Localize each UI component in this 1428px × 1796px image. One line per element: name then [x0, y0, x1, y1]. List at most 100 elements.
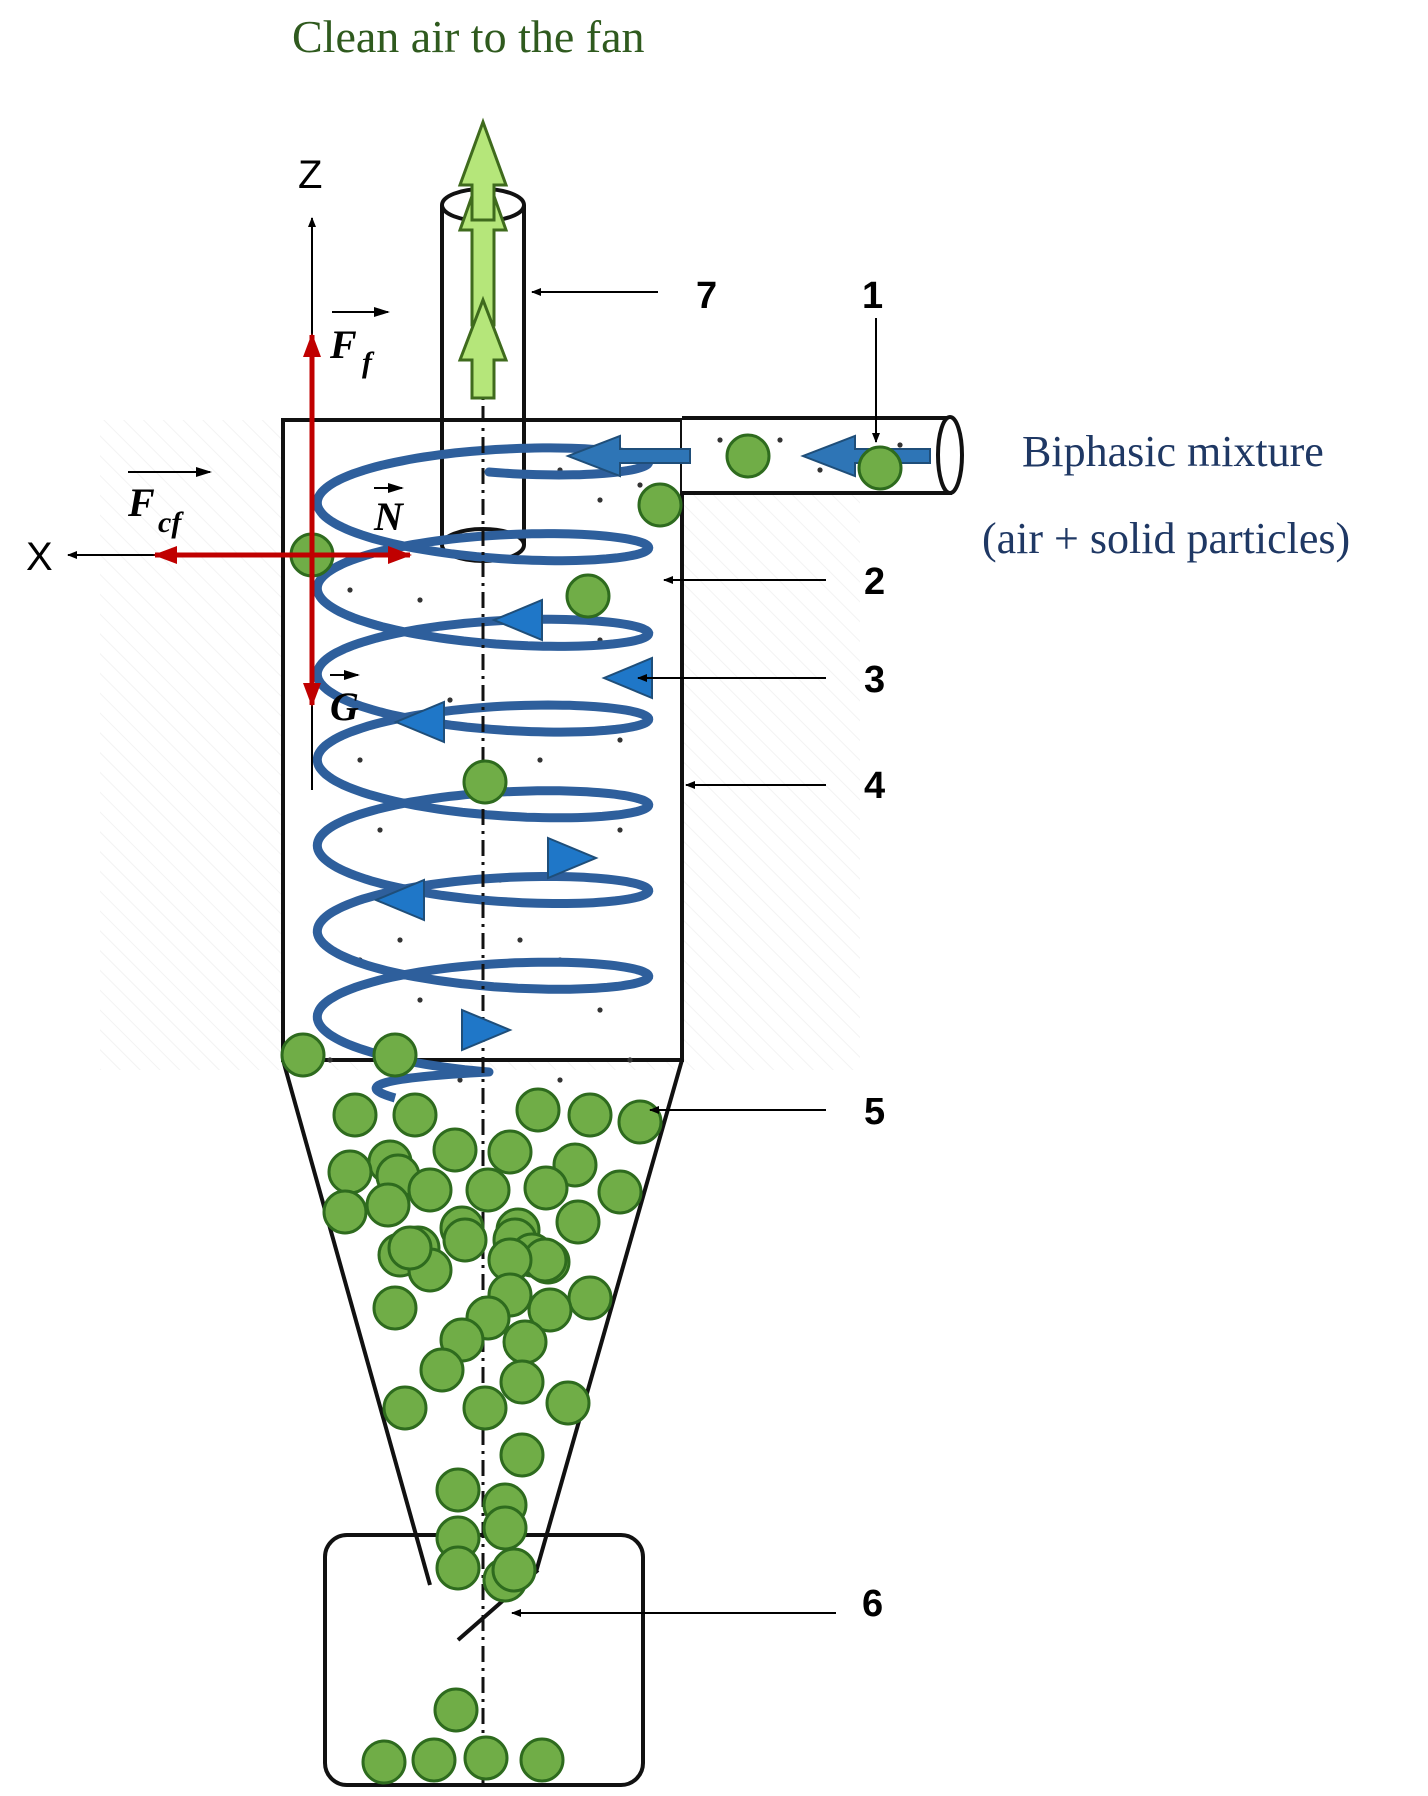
- particle: [372, 1285, 418, 1331]
- dust-dot: [457, 1077, 463, 1083]
- dust-dot: [327, 1057, 333, 1063]
- particle: [462, 759, 508, 805]
- dust-dot: [717, 437, 723, 443]
- particle: [327, 1149, 373, 1195]
- callout-4: 4: [864, 765, 885, 807]
- svg-text:N: N: [373, 494, 405, 539]
- flow-triangle: [461, 1008, 513, 1052]
- particle: [523, 1165, 569, 1211]
- particle: [463, 1735, 509, 1781]
- particle: [442, 1217, 488, 1263]
- inlet-label-line2: (air + solid particles): [982, 514, 1350, 563]
- particle: [857, 445, 903, 491]
- callout-2: 2: [864, 561, 885, 603]
- particle: [545, 1380, 591, 1426]
- particle: [502, 1319, 548, 1365]
- cyclone-cone: [281, 1059, 684, 1586]
- particle: [527, 1287, 573, 1333]
- particle: [382, 1385, 428, 1431]
- particle: [725, 433, 771, 479]
- dust-dot: [557, 1077, 563, 1083]
- dust-dot: [617, 827, 623, 833]
- clean-air-title: Clean air to the fan: [292, 11, 645, 62]
- particle: [519, 1737, 565, 1783]
- flow-triangle: [547, 836, 599, 880]
- particle: [322, 1189, 368, 1235]
- clean-air-arrows-top: [457, 117, 509, 222]
- force-label-g: G: [330, 670, 360, 729]
- particle: [435, 1545, 481, 1591]
- flow-triangle: [491, 598, 543, 642]
- svg-text:f: f: [362, 346, 375, 379]
- particle: [515, 1087, 561, 1133]
- svg-text:F: F: [127, 480, 155, 525]
- callout-5: 5: [864, 1091, 885, 1133]
- svg-text:F: F: [329, 322, 357, 367]
- particle: [419, 1347, 465, 1393]
- dust-dot: [447, 697, 453, 703]
- svg-text:cf: cf: [158, 506, 184, 539]
- x-axis-label: X: [26, 535, 53, 579]
- dust-dot: [517, 937, 523, 943]
- particle: [365, 1182, 411, 1228]
- dust-dot: [627, 1057, 633, 1063]
- vortex-tail: [371, 1067, 490, 1103]
- particle: [565, 573, 611, 619]
- particle: [465, 1167, 511, 1213]
- particle: [435, 1467, 481, 1513]
- solid-particles: [280, 433, 903, 1785]
- dust-dot: [397, 937, 403, 943]
- particle: [407, 1167, 453, 1213]
- particle: [372, 1032, 418, 1078]
- dust-dot: [897, 442, 903, 448]
- particle: [491, 1547, 537, 1593]
- dust-dot: [637, 482, 643, 488]
- particle: [411, 1737, 457, 1783]
- callout-lines: [511, 288, 880, 1617]
- callout-7: 7: [696, 275, 717, 317]
- particle: [432, 1127, 478, 1173]
- particle: [387, 1225, 433, 1271]
- particle: [462, 1385, 508, 1431]
- particle: [617, 1099, 663, 1145]
- particle: [555, 1199, 601, 1245]
- particle: [280, 1032, 326, 1078]
- callout-3: 3: [864, 659, 885, 701]
- inlet-label-line1: Biphasic mixture: [1022, 427, 1324, 476]
- particle: [332, 1092, 378, 1138]
- dust-dot: [417, 597, 423, 603]
- flow-triangle: [393, 700, 445, 744]
- dust-dot: [357, 757, 363, 763]
- z-axis-label: Z: [298, 153, 322, 197]
- dust-dot: [347, 587, 353, 593]
- dust-dot: [377, 827, 383, 833]
- dust-dot: [597, 497, 603, 503]
- dust-dot: [617, 737, 623, 743]
- particle: [361, 1739, 407, 1785]
- dust-dot: [417, 997, 423, 1003]
- particle: [499, 1359, 545, 1405]
- particle: [392, 1092, 438, 1138]
- particle: [433, 1687, 479, 1733]
- force-label-fcf: F cf: [127, 467, 212, 539]
- particle: [499, 1432, 545, 1478]
- svg-text:G: G: [330, 684, 359, 729]
- particle: [487, 1129, 533, 1175]
- callout-6: 6: [862, 1583, 883, 1625]
- particle: [637, 482, 683, 528]
- dust-dot: [777, 437, 783, 443]
- callout-1: 1: [862, 275, 883, 317]
- particle: [597, 1169, 643, 1215]
- particle: [482, 1505, 528, 1551]
- dust-dot: [597, 1007, 603, 1013]
- vortex-flow-arrows: [373, 598, 653, 1052]
- dust-dot: [537, 757, 543, 763]
- particle: [567, 1092, 613, 1138]
- flow-triangle: [373, 878, 425, 922]
- force-label-n: N: [373, 483, 405, 539]
- force-vectors: [153, 333, 412, 707]
- force-label-ff: F f: [329, 307, 390, 379]
- particle: [567, 1275, 613, 1321]
